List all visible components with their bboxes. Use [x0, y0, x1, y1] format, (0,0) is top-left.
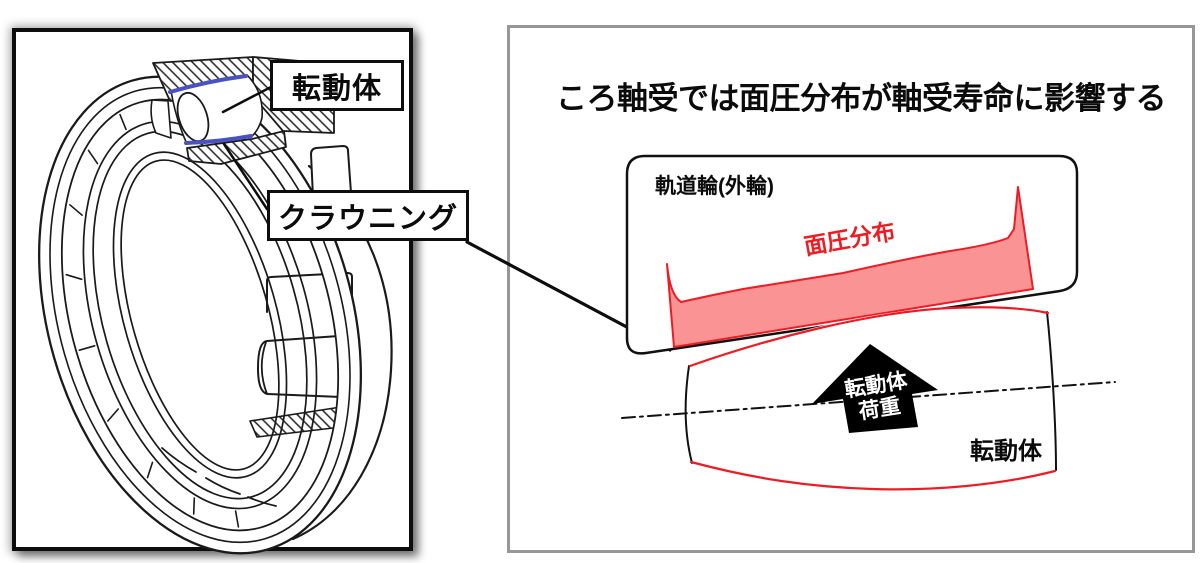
rolling-element-callout: 転動体 — [270, 60, 404, 111]
crowning-callout: クラウニング — [267, 190, 469, 241]
crowning-callout-text: クラウニング — [277, 202, 458, 235]
rolling-element-callout-text: 転動体 — [291, 72, 382, 105]
load-arrow-label: 転動体 荷重 — [843, 369, 913, 427]
rolling-element-label-right: 転動体 — [970, 438, 1042, 465]
outer-ring-label: 軌道輪(外輪) — [655, 175, 774, 198]
diagram-title: ころ軸受では面圧分布が軸受寿命に影響する — [556, 81, 1167, 116]
